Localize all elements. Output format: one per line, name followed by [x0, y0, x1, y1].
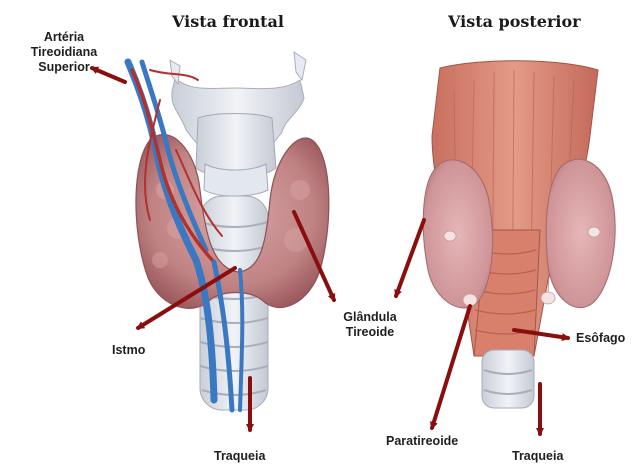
label-superior-thyroid-artery: Artéria Tireoidiana Superior: [14, 30, 114, 75]
arrow-parathyroid: [432, 306, 470, 428]
label-parathyroid: Paratireoide: [386, 434, 458, 449]
front-view: [128, 52, 329, 410]
posterior-trachea: [482, 350, 534, 408]
label-artery-line-3: Superior: [14, 60, 114, 75]
label-esophagus: Esôfago: [576, 331, 625, 346]
label-artery-line-1: Artéria: [14, 30, 114, 45]
label-artery-line-2: Tireoidiana: [14, 45, 114, 60]
label-trachea-front: Traqueia: [214, 449, 265, 464]
label-isthmus: Istmo: [112, 343, 145, 358]
label-gland-line-2: Tireoide: [330, 325, 410, 340]
label-thyroid-gland: Glândula Tireoide: [330, 310, 410, 340]
front-view-title: Vista frontal: [172, 12, 284, 31]
arrow-gland-posterior: [396, 220, 424, 296]
label-gland-line-1: Glândula: [330, 310, 410, 325]
posterior-view: [423, 61, 615, 408]
posterior-view-title: Vista posterior: [448, 12, 581, 31]
label-trachea-back: Traqueia: [512, 449, 563, 464]
